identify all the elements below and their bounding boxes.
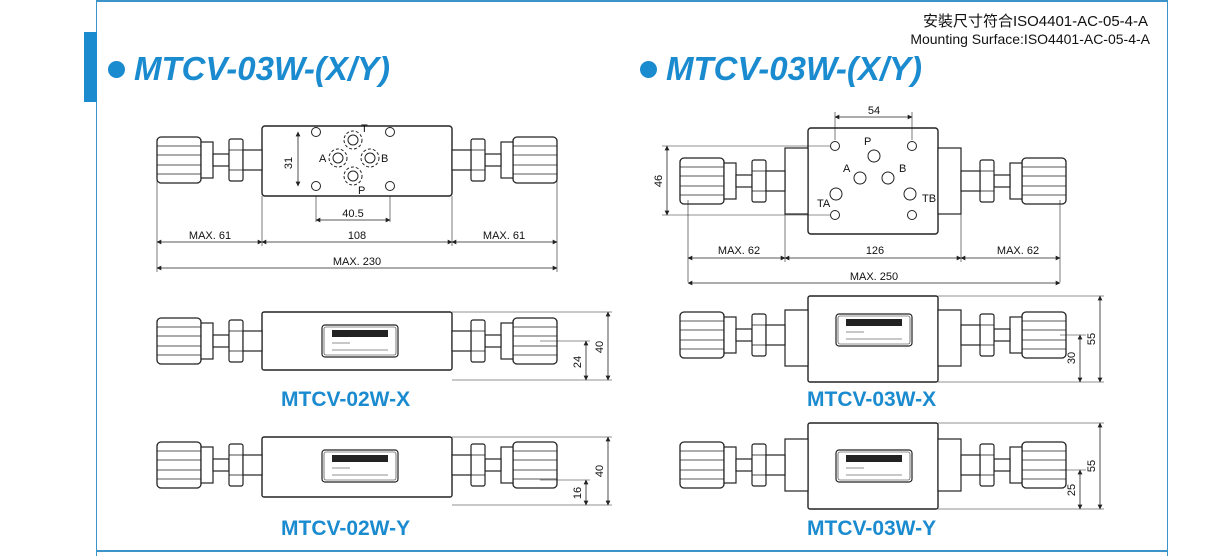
dim-max61-left: MAX. 61 (189, 230, 231, 242)
left-side-x-view: 24 40 (156, 311, 612, 381)
port-label: P (864, 136, 871, 148)
dim-55: 55 (1086, 460, 1098, 472)
left-top-view: T A B P 31 40.5 MAX. 61 108 MAX. 61 MAX.… (156, 123, 558, 272)
dim-max250: MAX. 250 (850, 271, 898, 283)
dim-55: 55 (1086, 333, 1098, 345)
left-title-text: MTCV-03W-(X/Y) (134, 50, 391, 87)
dim-108: 108 (348, 230, 366, 242)
dim-30: 30 (1066, 352, 1078, 364)
port-label: B (381, 153, 388, 165)
frame-left-line (96, 0, 97, 556)
dim-46: 46 (653, 175, 665, 187)
right-top-view: P A B TA TB 54 46 MAX. 62 126 MAX. 62 MA… (653, 105, 1067, 286)
left-side-y-view: 16 40 (156, 436, 612, 506)
dim-max62-left: MAX. 62 (718, 245, 760, 257)
frame-bottom-line (96, 550, 1168, 552)
bullet-icon (640, 60, 657, 78)
dim-16: 16 (572, 487, 584, 499)
dim-40: 40 (594, 465, 606, 477)
frame-right-line (1167, 0, 1168, 556)
mounting-surface-en: Mounting Surface:ISO4401-AC-05-4-A (910, 31, 1150, 47)
model-label-03w-x: MTCV-03W-X (807, 388, 937, 411)
port-label: TB (922, 193, 936, 205)
right-side-y-view: 25 55 (679, 422, 1104, 510)
port-label: A (843, 163, 851, 175)
dim-40: 40 (594, 341, 606, 353)
port-label: T (361, 123, 368, 135)
dim-54: 54 (868, 105, 880, 117)
dim-24: 24 (572, 356, 584, 368)
port-label: TA (817, 198, 831, 210)
port-label: B (899, 163, 906, 175)
port-label: A (319, 153, 327, 165)
model-label-02w-y: MTCV-02W-Y (281, 517, 411, 540)
right-section-title: MTCV-03W-(X/Y) (640, 50, 922, 88)
port-label: P (358, 185, 365, 197)
dim-max62-right: MAX. 62 (997, 245, 1039, 257)
dim-126: 126 (866, 245, 884, 257)
right-title-text: MTCV-03W-(X/Y) (666, 50, 923, 87)
model-label-03w-y: MTCV-03W-Y (807, 517, 937, 540)
dim-max230: MAX. 230 (333, 256, 381, 268)
right-side-x-view: 30 55 (679, 295, 1104, 383)
dim-max61-right: MAX. 61 (483, 230, 525, 242)
accent-bar (84, 32, 97, 102)
model-label-02w-x: MTCV-02W-X (281, 388, 411, 411)
bullet-icon (108, 60, 125, 78)
mounting-surface-cn: 安裝尺寸符合ISO4401-AC-05-4-A (922, 13, 1148, 30)
dim-25: 25 (1066, 484, 1078, 496)
dim-31: 31 (283, 157, 295, 169)
left-section-title: MTCV-03W-(X/Y) (108, 50, 390, 88)
frame-top-line (96, 0, 1168, 2)
dim-40-5: 40.5 (342, 208, 363, 220)
